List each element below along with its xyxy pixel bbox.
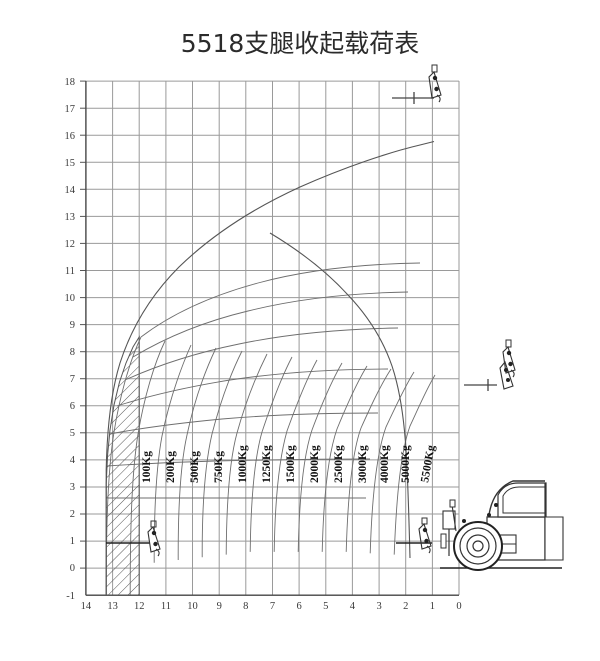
capacity-label: 500Kg	[189, 451, 201, 483]
y-tick: 3	[70, 482, 75, 493]
x-tick: 13	[107, 601, 118, 612]
y-tick: 8	[70, 347, 75, 358]
outer-envelope-curve	[105, 140, 435, 595]
y-tick: 0	[70, 563, 75, 574]
y-tick: 6	[70, 401, 75, 412]
x-tick: 3	[376, 601, 381, 612]
y-tick: 5	[70, 428, 75, 439]
capacity-label: 3000Kg	[357, 445, 369, 483]
inner-envelope-curve	[269, 232, 411, 559]
hook-lower-right-icon	[499, 360, 514, 390]
hook-top-icon	[428, 64, 442, 103]
hook-mid-right-icon	[502, 339, 516, 378]
y-tick: -1	[66, 591, 75, 602]
capacity-labels: 100Kg 200Kg 500Kg 750Kg 1000Kg 1250Kg 15…	[141, 444, 438, 483]
capacity-label: 2000Kg	[309, 445, 321, 483]
x-tick: 2	[403, 601, 408, 612]
y-tick: 9	[70, 320, 75, 331]
hook-near-ground-icon	[418, 517, 432, 554]
x-tick: 9	[217, 601, 222, 612]
y-tick: 12	[65, 239, 76, 250]
y-tick: 15	[65, 158, 76, 169]
boom-top-indicator	[392, 92, 434, 104]
x-tick: 14	[81, 601, 92, 612]
capacity-label: 1500Kg	[285, 445, 297, 483]
y-tick: 17	[65, 104, 76, 115]
capacity-label: 200Kg	[165, 451, 177, 483]
capacity-label: 5500Kg	[419, 444, 437, 483]
y-axis-labels: 18 17 16 15 14 13 12 11 10 9 8 7 6 5 4 3…	[65, 77, 76, 602]
y-tick: 11	[65, 266, 75, 277]
y-tick: 4	[70, 455, 76, 466]
x-tick: 6	[296, 601, 301, 612]
y-tick: 14	[65, 185, 76, 196]
x-tick: 12	[134, 601, 145, 612]
x-axis-labels: 14 13 12 11 10 9 8 7 6 5 4 3 2 1 0	[81, 601, 462, 612]
y-tick: 16	[65, 131, 76, 142]
capacity-label: 5000Kg	[400, 445, 412, 483]
x-tick: 0	[456, 601, 461, 612]
x-tick: 10	[187, 601, 198, 612]
x-tick: 4	[350, 601, 356, 612]
axis-spines	[85, 81, 459, 596]
y-tick: 2	[70, 509, 75, 520]
y-tick: 18	[65, 77, 76, 88]
x-tick: 5	[323, 601, 328, 612]
x-tick: 1	[430, 601, 435, 612]
vehicle-telehandler-icon	[440, 480, 564, 571]
x-tick: 7	[270, 601, 275, 612]
hook-in-hatch-icon	[147, 520, 161, 557]
y-tick: 13	[65, 212, 76, 223]
capacity-label: 100Kg	[141, 451, 153, 483]
page-title: 5518支腿收起载荷表	[180, 29, 420, 58]
y-tick: 10	[65, 293, 76, 304]
y-axis-ticks	[80, 80, 86, 569]
capacity-label: 750Kg	[213, 451, 225, 483]
boom-mid-indicator	[464, 379, 497, 391]
y-tick: 1	[70, 536, 75, 547]
load-capacity-curves	[105, 262, 436, 595]
capacity-label: 1000Kg	[237, 445, 249, 483]
capacity-label: 2500Kg	[333, 445, 345, 483]
capacity-label: 4000Kg	[379, 445, 391, 483]
x-tick: 8	[243, 601, 248, 612]
y-tick: 7	[70, 374, 75, 385]
x-tick: 11	[161, 601, 171, 612]
capacity-label: 1250Kg	[261, 445, 273, 483]
